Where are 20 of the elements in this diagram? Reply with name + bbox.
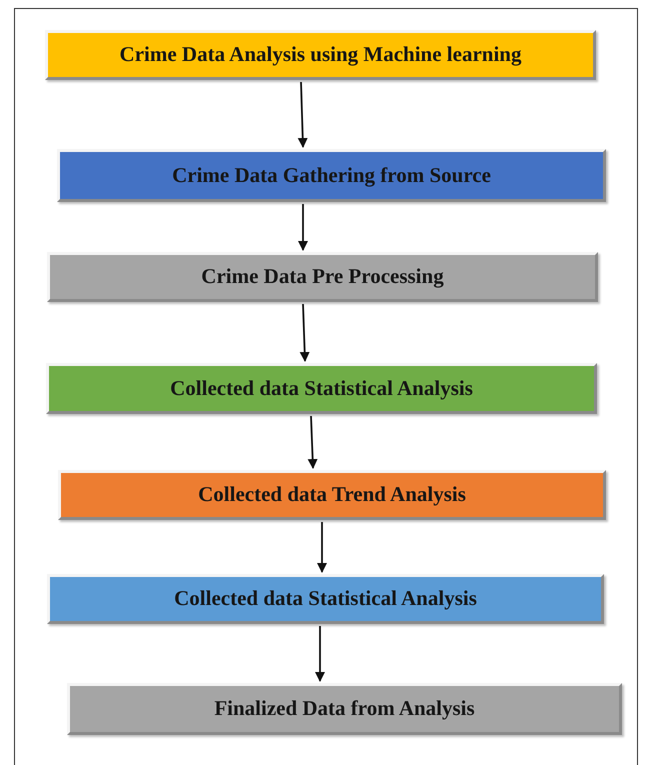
arrow (300, 304, 310, 362)
process-box (57, 149, 606, 202)
process-box (46, 363, 597, 414)
step-label: Finalized Data from Analysis (213, 697, 476, 721)
arrow (317, 522, 327, 573)
process-box (67, 683, 622, 735)
process-box (45, 30, 596, 80)
process-box (47, 252, 598, 302)
step-label: Crime Data Gathering from Source (171, 164, 492, 188)
process-box (47, 574, 604, 624)
step-label: Collected data Statistical Analysis (173, 587, 478, 611)
arrow (298, 204, 308, 251)
process-box (58, 470, 606, 520)
arrow (308, 416, 318, 469)
step-label: Crime Data Pre Processing (200, 265, 445, 289)
step-label: Crime Data Analysis using Machine learning (118, 43, 522, 67)
step-label: Collected data Statistical Analysis (169, 376, 474, 400)
arrow (315, 626, 325, 682)
arrow (298, 82, 308, 148)
step-label: Collected data Trend Analysis (197, 483, 467, 507)
